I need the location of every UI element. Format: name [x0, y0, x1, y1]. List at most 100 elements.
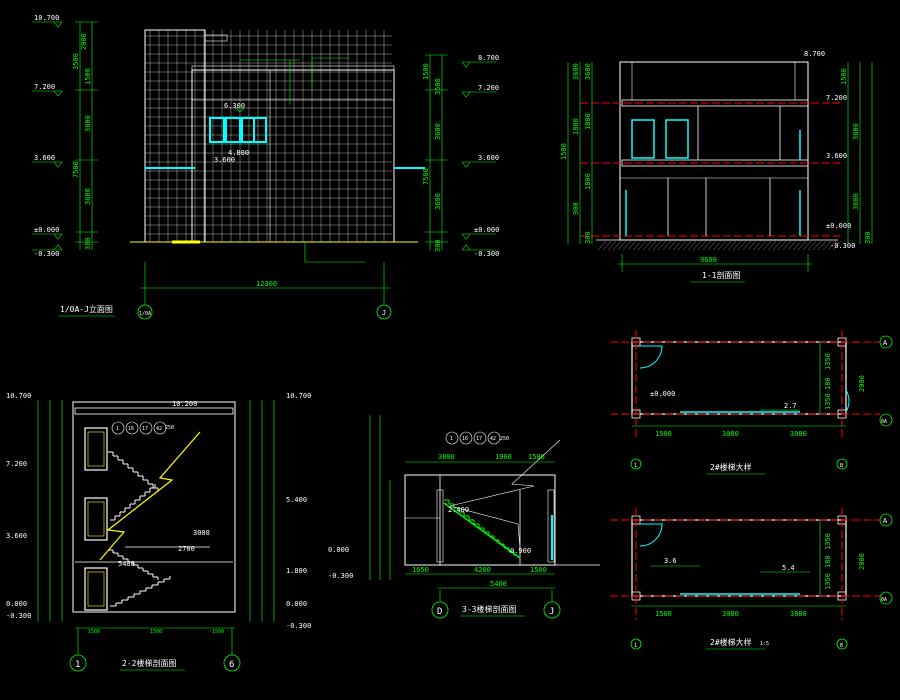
dim-label: 3600: [584, 63, 592, 80]
section-2-2: 1 16 17 42 250 10.200 3000 2700 5400 10.…: [6, 392, 311, 672]
hatch-line: [682, 240, 692, 251]
dim-label: 2000: [80, 33, 88, 50]
dim-label: 3500: [434, 78, 442, 95]
dim-label: 2900: [858, 375, 866, 392]
axis-label: B: [840, 643, 843, 649]
dim-label: 1500: [84, 68, 92, 85]
level-label: ±0.000: [474, 226, 499, 234]
sec22-left-dims: [37, 400, 63, 622]
level-label: 8.700: [478, 54, 499, 62]
dim-label: 3600: [434, 193, 442, 210]
dim-label: 1800: [584, 113, 592, 130]
hatch-line: [787, 240, 797, 251]
hatch-line: [822, 240, 832, 251]
axis-bubble: [376, 304, 392, 320]
hatch-line: [717, 240, 727, 251]
roof-detail: [204, 34, 228, 42]
dim-label: 1500: [212, 629, 224, 635]
dim-label: 1650: [412, 566, 429, 574]
level-label: ±0.000: [34, 226, 59, 234]
axis-label: 0A: [881, 597, 887, 603]
hatch-line: [777, 240, 787, 251]
hatch-line: [747, 240, 757, 251]
level-label: 3.600: [478, 154, 499, 162]
axis-label: J: [549, 607, 554, 617]
hatch-line: [617, 240, 627, 251]
dim-label: 3000: [193, 529, 210, 537]
tag-label: 1: [450, 436, 453, 442]
elevation-view: 2000 3500 1500 3600 7500 3600 300 10.700…: [32, 14, 499, 320]
axis-bubble: [69, 654, 87, 672]
axis-bubble: [630, 638, 642, 650]
axis-label: 1: [634, 463, 637, 469]
tag-label: 17: [476, 436, 482, 442]
level-label: ±0.000: [826, 222, 851, 230]
level-label: 3.600: [6, 532, 27, 540]
stair-stringer: [443, 502, 521, 559]
dim-label: 1500: [655, 430, 672, 438]
view-title: 2#楼梯大样: [710, 462, 752, 472]
dim-label: 3600: [572, 63, 580, 80]
level-label: 1.800: [286, 567, 307, 575]
elev-right-levels: 8.700 7.200 3.600 ±0.000 -0.300: [461, 54, 499, 258]
window: [84, 427, 108, 471]
level-label: 3.600: [214, 156, 235, 164]
axis-label: 1/0A: [139, 311, 151, 317]
tag-label: 16: [128, 426, 134, 432]
door: [665, 119, 689, 159]
level-label: -0.300: [286, 622, 311, 630]
hatch-line: [607, 240, 617, 251]
level-label: 7.200: [826, 94, 847, 102]
level-label: 7.200: [478, 84, 499, 92]
door-swing: [845, 389, 850, 413]
level-label: -0.300: [830, 242, 855, 250]
level-label: 3.600: [826, 152, 847, 160]
section-outline: [72, 401, 236, 613]
hatch-line: [792, 240, 802, 251]
dim-label: 300: [584, 231, 592, 244]
dim-label: 3600: [84, 188, 92, 205]
hatch-line: [742, 240, 752, 251]
dim-label: 3080: [790, 610, 807, 618]
tag-label: 1: [116, 426, 119, 432]
stair-flights: [108, 451, 171, 607]
hatch-line: [622, 240, 632, 251]
hatch-line: [812, 240, 822, 251]
ground-hatch: [597, 240, 842, 251]
window: [209, 117, 225, 143]
tag-label: 42: [156, 426, 162, 432]
level-label: 4.800: [228, 149, 249, 157]
level-label: 3.600: [34, 154, 55, 162]
hatch-line: [677, 240, 687, 251]
door-swing: [639, 523, 663, 547]
elev-left-levels: 10.700 7.200 3.600 ±0.000 -0.300: [32, 14, 63, 258]
dim-label: 1350: [824, 533, 832, 550]
dim-label: 3080: [790, 430, 807, 438]
tag-label: 16: [462, 436, 468, 442]
hatch-line: [712, 240, 722, 251]
view-title: 1-1剖面图: [702, 270, 740, 280]
dim-label: 300: [864, 231, 872, 244]
level-label: 7.200: [6, 460, 27, 468]
hatch-line: [732, 240, 742, 251]
sec22-right-dims: [249, 400, 275, 622]
level-label: -0.300: [6, 612, 31, 620]
axis-bubble: [879, 335, 893, 349]
dim-label: 1500: [655, 610, 672, 618]
axis-bubble: [836, 458, 848, 470]
dim-label: 300: [84, 237, 92, 250]
slope-label: 3.6: [664, 557, 677, 565]
hatch-line: [757, 240, 767, 251]
view-title: 3-3楼梯剖面图: [462, 604, 516, 614]
hatch-line: [602, 240, 612, 251]
stair-flight: [443, 499, 521, 559]
level-label: -0.300: [34, 250, 59, 258]
level-label: 10.200: [172, 400, 197, 408]
detail-tags: 1 16 17 42 250: [111, 421, 174, 435]
dim-label: 2700: [178, 545, 195, 553]
sec11-left-dims: 1500 3600 1800 900 3600 1800 1800 300: [560, 62, 593, 244]
dim-label: 3600: [84, 115, 92, 132]
hatch-line: [722, 240, 732, 251]
hatch-line: [687, 240, 697, 251]
